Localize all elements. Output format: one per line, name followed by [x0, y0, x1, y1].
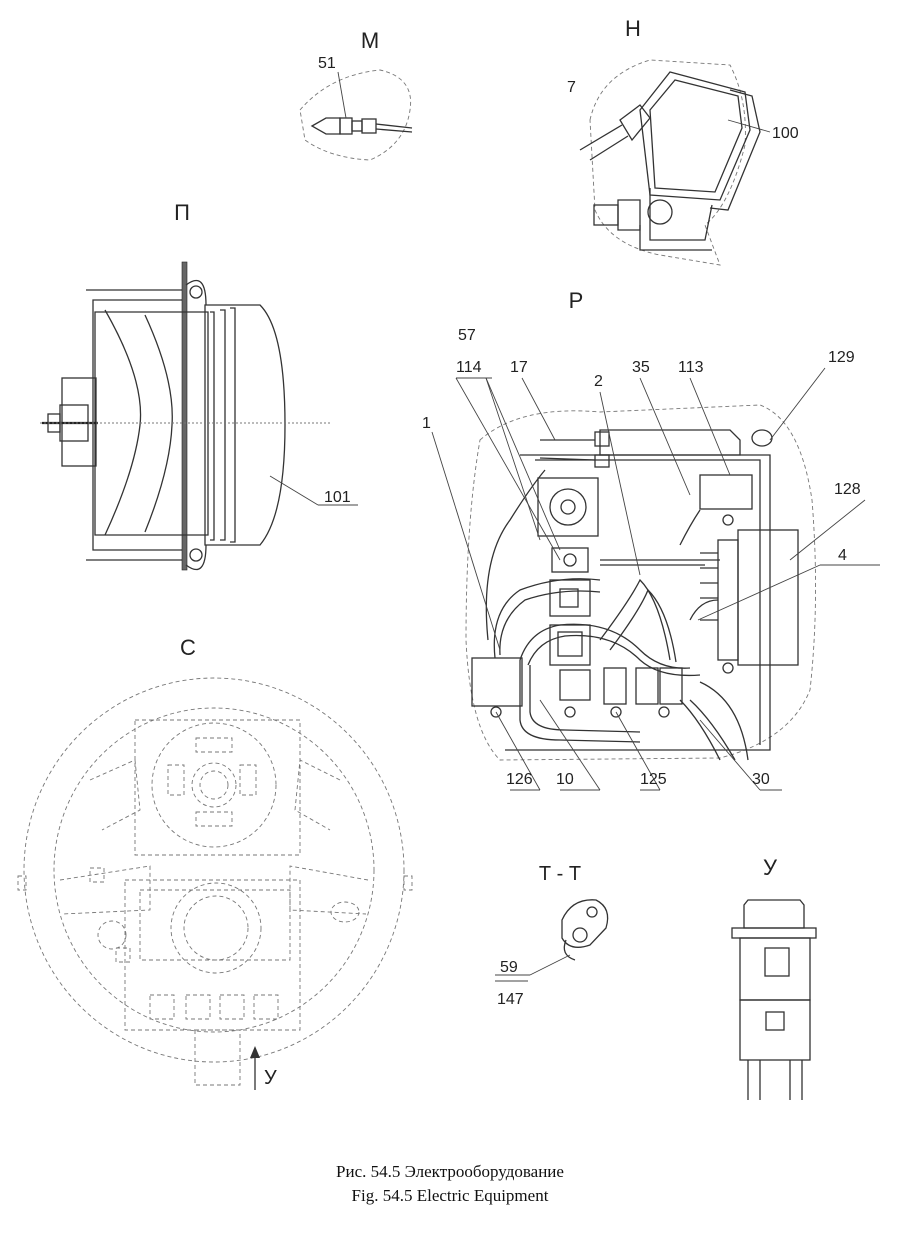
view-t-title: Т - Т	[539, 863, 581, 885]
callout-7: 7	[567, 79, 576, 96]
callout-113: 113	[678, 359, 704, 376]
view-m-title: М	[361, 28, 379, 53]
callout-10: 10	[556, 771, 574, 788]
view-h-title: Н	[625, 16, 641, 41]
view-p-title: П	[174, 200, 190, 225]
callout-126: 126	[506, 771, 533, 788]
callout-129: 129	[828, 349, 855, 366]
callout-114: 114	[456, 359, 482, 376]
caption-ru: Рис. 54.5 Электрооборудование	[336, 1162, 564, 1181]
callout-101: 101	[324, 489, 351, 506]
view-h: Н 7 100	[567, 16, 799, 266]
callout-4: 4	[838, 547, 847, 564]
callout-2: 2	[594, 373, 603, 390]
view-c: С У	[17, 635, 413, 1090]
callout-51: 51	[318, 55, 336, 72]
callout-1: 1	[422, 415, 431, 432]
callout-128: 128	[834, 481, 861, 498]
callout-35: 35	[632, 359, 650, 376]
arrow-u-label: У	[264, 1067, 277, 1089]
caption-en: Fig. 54.5 Electric Equipment	[351, 1186, 549, 1205]
view-r: Р	[422, 288, 880, 791]
view-m: М 51	[299, 28, 413, 161]
view-p: П 101	[40, 200, 358, 571]
view-r-title: Р	[569, 288, 584, 313]
view-u: У	[731, 855, 817, 1100]
view-t: Т - Т 59 147	[495, 863, 609, 1008]
view-c-title: С	[180, 635, 196, 660]
callout-100: 100	[772, 125, 799, 142]
callout-147: 147	[497, 991, 524, 1008]
callout-59: 59	[500, 959, 518, 976]
callout-17: 17	[510, 359, 528, 376]
callout-125: 125	[640, 771, 667, 788]
callout-30: 30	[752, 771, 770, 788]
callout-57: 57	[458, 327, 476, 344]
view-u-title: У	[763, 855, 778, 880]
